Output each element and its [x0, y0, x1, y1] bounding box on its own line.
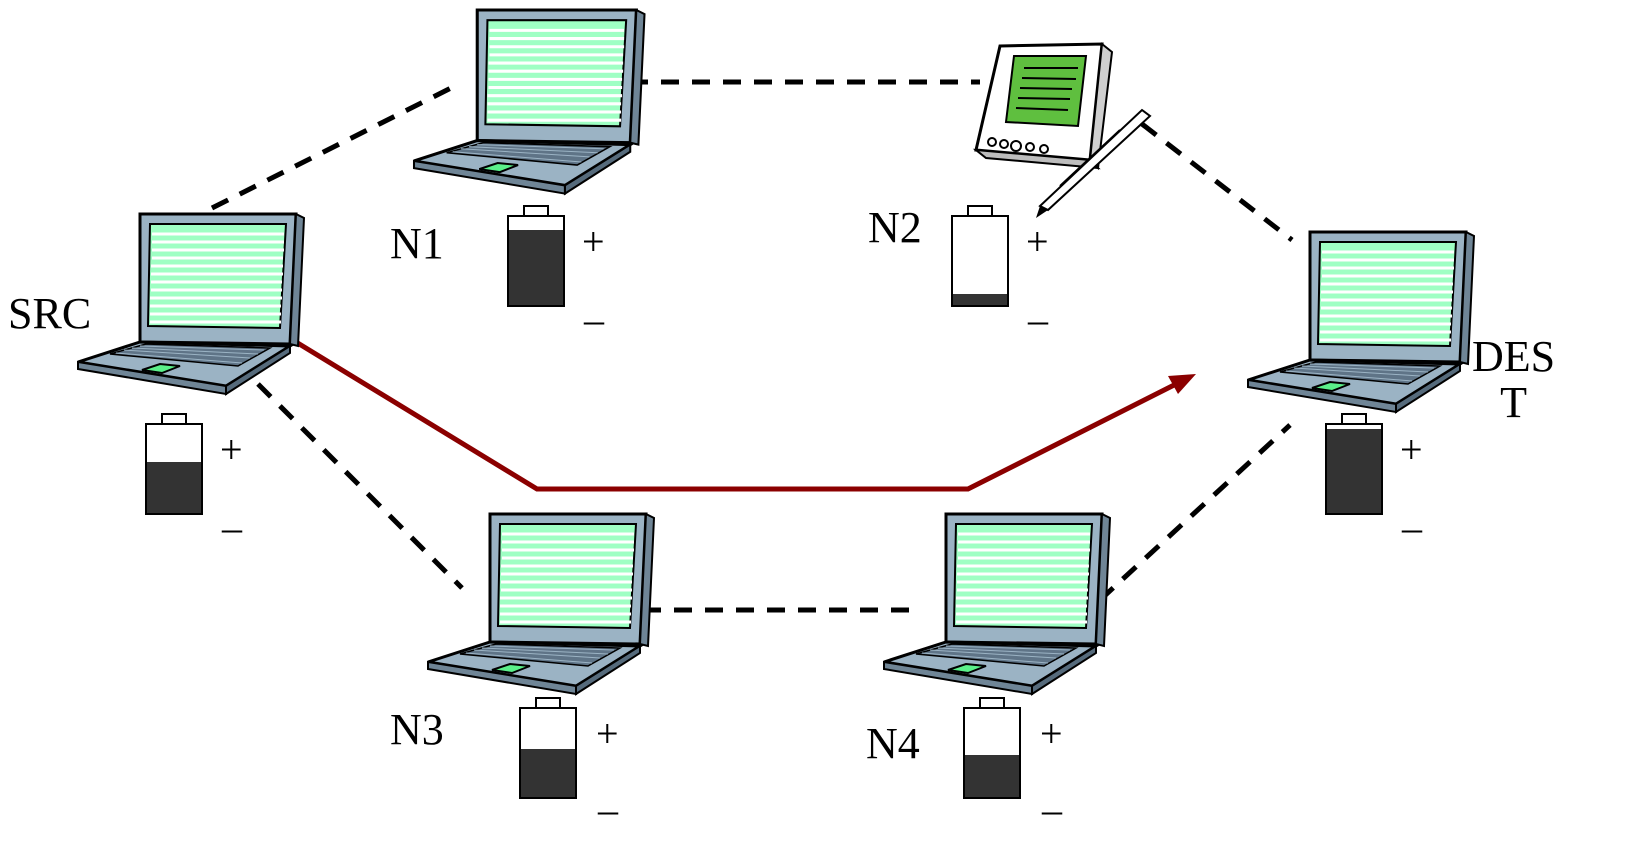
battery-n4-fill [965, 755, 1019, 797]
battery-n3-plus: + [596, 711, 619, 756]
battery-n4-minus: – [1042, 787, 1062, 832]
label-n3: N3 [390, 705, 444, 754]
battery-src [145, 413, 203, 515]
battery-src-minus: – [222, 505, 242, 550]
pda-n2 [972, 42, 1152, 218]
laptop-n3 [426, 512, 656, 696]
link-n4-dest [1098, 423, 1292, 602]
battery-n4 [963, 697, 1021, 799]
battery-dest-minus: – [1402, 505, 1422, 550]
laptop-dest [1246, 230, 1476, 414]
battery-n1-minus: – [584, 297, 604, 342]
battery-n3 [519, 697, 577, 799]
battery-src-plus: + [220, 427, 243, 472]
label-src: SRC [8, 289, 92, 338]
battery-n2-plus: + [1026, 219, 1049, 264]
laptop-src [76, 212, 306, 396]
battery-n1-plus: + [582, 219, 605, 264]
battery-n2-fill [953, 294, 1007, 305]
battery-dest [1325, 413, 1383, 515]
battery-dest-plus: + [1400, 427, 1423, 472]
battery-n3-fill [521, 749, 575, 797]
laptop-n1 [412, 8, 647, 196]
battery-n2-minus: – [1028, 297, 1048, 342]
battery-n4-plus: + [1040, 711, 1063, 756]
link-src-n1 [210, 83, 457, 211]
route-arrowhead [1168, 374, 1196, 394]
battery-n3-minus: – [598, 787, 618, 832]
label-n4: N4 [866, 719, 920, 768]
link-src-n3 [256, 382, 464, 590]
battery-n2 [951, 205, 1009, 307]
label-dest: DES T [1472, 332, 1556, 428]
battery-src-fill [147, 462, 201, 513]
link-n2-dest [1140, 122, 1294, 242]
label-n1: N1 [390, 219, 444, 268]
laptop-n4 [882, 512, 1112, 696]
label-n2: N2 [868, 203, 922, 252]
battery-dest-fill [1327, 429, 1381, 513]
route-path [294, 339, 1186, 492]
battery-n1-fill [509, 230, 563, 305]
battery-n1 [507, 205, 565, 307]
